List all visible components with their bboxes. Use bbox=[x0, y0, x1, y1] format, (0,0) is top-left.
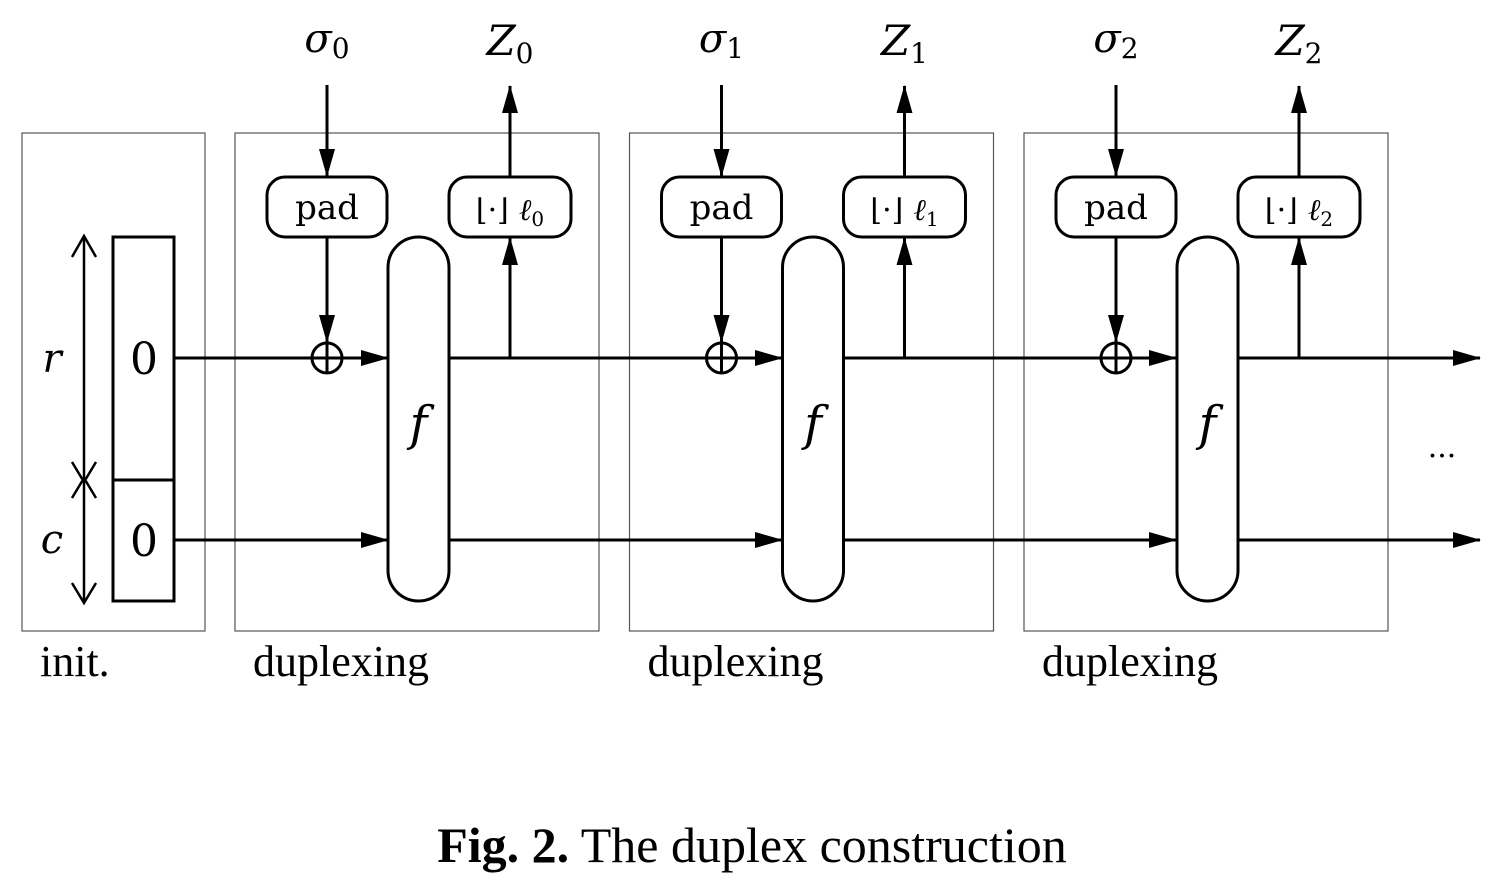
truncate-box bbox=[447, 175, 573, 239]
truncate-box bbox=[1236, 175, 1362, 239]
input-sigma-label: σ0 bbox=[304, 16, 349, 65]
length-symbol: ℓ bbox=[913, 193, 926, 228]
truncate-label: ⌊·⌋ ℓ2 bbox=[1265, 193, 1333, 231]
caption-text: The duplex construction bbox=[569, 817, 1067, 873]
sigma-symbol: σ bbox=[699, 16, 728, 62]
truncate-label: ⌊·⌋ ℓ0 bbox=[476, 193, 544, 231]
state-wires bbox=[174, 350, 1481, 548]
truncate-label: ⌊·⌋ ℓ1 bbox=[870, 193, 938, 231]
init-label: init. bbox=[40, 637, 110, 686]
z-symbol: Z bbox=[484, 16, 516, 65]
z-subscript: 0 bbox=[516, 37, 534, 70]
floor-symbol: ⌊·⌋ bbox=[476, 193, 509, 228]
r-label: r bbox=[42, 336, 64, 382]
caption-prefix: Fig. 2. bbox=[437, 817, 569, 873]
z-symbol: Z bbox=[1273, 16, 1305, 65]
permutation-f bbox=[781, 235, 845, 603]
output-z-label: Z0 bbox=[484, 16, 533, 70]
stage-frame bbox=[234, 132, 600, 632]
length-symbol: ℓ bbox=[1308, 193, 1321, 228]
length-subscript: 0 bbox=[531, 207, 544, 231]
c-arrow-head-icon bbox=[70, 475, 98, 499]
permutation-f bbox=[386, 235, 451, 603]
length-subscript: 2 bbox=[1320, 207, 1333, 231]
z-symbol: Z bbox=[879, 16, 911, 65]
state-register bbox=[111, 235, 176, 603]
output-z-label: Z1 bbox=[879, 16, 928, 70]
c-arrow-tail-icon bbox=[70, 582, 98, 606]
init-frame bbox=[21, 132, 206, 632]
figure-caption: Fig. 2. The duplex construction bbox=[437, 817, 1067, 873]
sigma-subscript: 0 bbox=[332, 32, 350, 65]
r-arrow-head-icon bbox=[70, 233, 98, 258]
stage-frame bbox=[628, 132, 995, 632]
pad-label: pad bbox=[1084, 188, 1148, 228]
permutation-f bbox=[1175, 235, 1240, 603]
sigma-subscript: 2 bbox=[1121, 32, 1139, 65]
output-z-label: Z2 bbox=[1273, 16, 1322, 70]
stage-label: duplexing bbox=[648, 637, 824, 686]
c-label: c bbox=[41, 517, 63, 563]
init-block: r c 0 0 init. bbox=[21, 132, 206, 686]
input-sigma-label: σ2 bbox=[1093, 16, 1138, 65]
c-init-value: 0 bbox=[130, 516, 158, 567]
pad-label: pad bbox=[690, 188, 754, 228]
stage-label: duplexing bbox=[253, 637, 429, 686]
truncate-box bbox=[842, 175, 967, 239]
sigma-symbol: σ bbox=[304, 16, 333, 62]
floor-symbol: ⌊·⌋ bbox=[870, 193, 903, 228]
ellipsis: ··· bbox=[1428, 439, 1457, 474]
z-subscript: 2 bbox=[1305, 37, 1323, 70]
sigma-subscript: 1 bbox=[726, 32, 744, 65]
stage-frame bbox=[1023, 132, 1389, 632]
r-init-value: 0 bbox=[130, 334, 158, 385]
floor-symbol: ⌊·⌋ bbox=[1265, 193, 1298, 228]
length-symbol: ℓ bbox=[519, 193, 532, 228]
sigma-symbol: σ bbox=[1093, 16, 1122, 62]
input-sigma-label: σ1 bbox=[699, 16, 744, 65]
length-subscript: 1 bbox=[926, 207, 939, 231]
stage-label: duplexing bbox=[1042, 637, 1218, 686]
z-subscript: 1 bbox=[910, 37, 928, 70]
pad-label: pad bbox=[295, 188, 359, 228]
